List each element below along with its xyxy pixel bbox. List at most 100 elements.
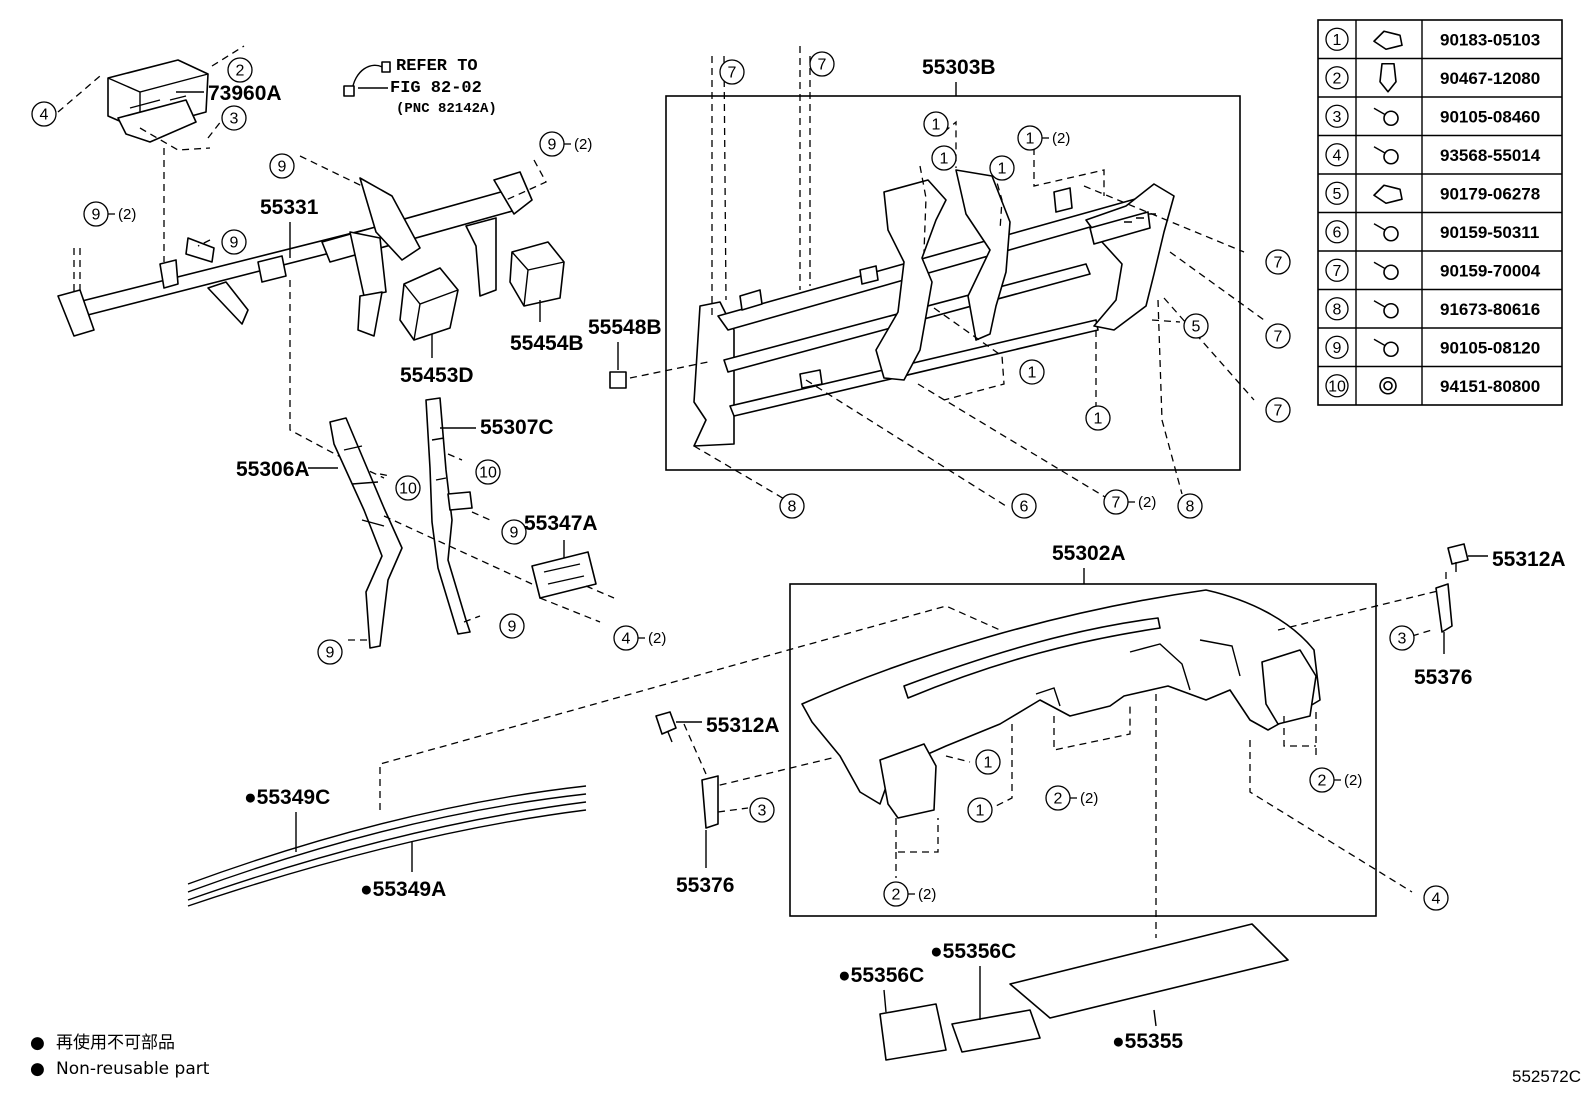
callout: 9	[221, 229, 247, 255]
fastener-part-number: 90159-50311	[1440, 223, 1539, 242]
instrument-panel-55302a	[801, 589, 1321, 819]
callout: 4	[31, 101, 57, 127]
fastener-index: 7	[1333, 263, 1342, 280]
label-55307c: 55307C	[480, 416, 554, 439]
figure-id: 552572C	[1512, 1067, 1581, 1086]
callout-number: 1	[1028, 365, 1037, 382]
callout-number: 3	[758, 803, 767, 820]
pad-55454b	[509, 241, 565, 307]
callout-number: 1	[940, 151, 949, 168]
callout-number: 7	[1112, 495, 1121, 512]
callout-number: 4	[622, 631, 631, 648]
callout-number: 9	[326, 645, 335, 662]
label-55356c-a: ●55356C	[838, 964, 924, 987]
callout: 6	[1011, 493, 1037, 519]
label-55302a: 55302A	[1052, 542, 1126, 565]
callout-number: 9	[510, 525, 519, 542]
callout: 7	[1265, 397, 1291, 423]
fastener-part-number: 90105-08460	[1440, 107, 1540, 126]
fastener-icon	[1379, 376, 1397, 395]
callout-number: 4	[1432, 891, 1441, 908]
steering-support-55331	[57, 171, 533, 337]
fastener-part-number: 90183-05103	[1440, 30, 1540, 49]
index-circle	[1325, 143, 1349, 167]
callout-number: 7	[1274, 329, 1283, 346]
callout: 5	[1183, 313, 1209, 339]
callout-number: 5	[1192, 319, 1201, 336]
fastener-icon	[1373, 223, 1399, 242]
callout-number: 3	[230, 111, 239, 128]
callout: 9	[501, 519, 527, 545]
fastener-part-number: 90467-12080	[1440, 69, 1540, 88]
label-55312a-left: 55312A	[706, 714, 780, 737]
brace-55306a	[329, 417, 403, 649]
box-55302a	[789, 583, 1377, 917]
callout-number: 4	[40, 107, 49, 124]
label-55306a: 55306A	[236, 458, 310, 481]
legend-text-en: Non-reusable part	[56, 1059, 210, 1079]
fastener-icon	[1373, 146, 1399, 165]
index-circle	[1325, 335, 1349, 359]
refer-line1: REFER TO	[396, 57, 478, 76]
callout-number: 9	[548, 137, 557, 154]
refer-line2: FIG 82-02	[390, 79, 482, 98]
callout-number: 2	[1054, 791, 1063, 808]
callout-number: 1	[984, 755, 993, 772]
callout: 7 (2)	[1103, 489, 1156, 515]
fastener-icon	[1373, 107, 1399, 127]
label-55376-right: 55376	[1414, 666, 1472, 689]
callout-number: 9	[230, 235, 239, 252]
fastener-part-number: 90179-06278	[1440, 184, 1540, 203]
callout-qty: (2)	[1052, 130, 1070, 147]
callout: 3	[1389, 625, 1415, 651]
callout: 4	[1423, 885, 1449, 911]
callout-number: 2	[236, 63, 245, 80]
callout-number: 6	[1020, 499, 1029, 516]
callout-qty: (2)	[1138, 494, 1156, 511]
callout-number: 7	[818, 57, 827, 74]
label-73960a: 73960A	[208, 82, 282, 105]
pads-55356c-55355	[879, 923, 1289, 1061]
bracket-55376-right	[1435, 583, 1453, 633]
fastener-row: 5 90179-06278	[1318, 173, 1562, 205]
clip-55548b	[609, 371, 627, 389]
callout: 4(2)	[613, 625, 666, 651]
callout: 7	[719, 59, 745, 85]
legend-bullet-en: ●	[30, 1059, 45, 1079]
label-55303b: 55303B	[922, 56, 996, 79]
callout: 2(2)	[1309, 767, 1362, 793]
callout: 7	[1265, 323, 1291, 349]
callout: 1	[1019, 359, 1045, 385]
callout-qty: (2)	[1344, 772, 1362, 789]
callout-qty: (2)	[574, 136, 592, 153]
callout-number: 1	[1094, 411, 1103, 428]
index-circle	[1325, 27, 1349, 51]
label-55376-left: 55376	[676, 874, 734, 897]
callout: 1	[975, 749, 1001, 775]
label-55355: ●55355	[1112, 1030, 1183, 1053]
fastener-index: 5	[1333, 186, 1342, 203]
brace-55307c	[425, 397, 473, 635]
fastener-icon	[1373, 261, 1399, 281]
callout: 3	[749, 797, 775, 823]
label-55453d: 55453D	[400, 364, 474, 387]
index-circle	[1325, 66, 1349, 90]
label-55312a-right: 55312A	[1492, 548, 1566, 571]
label-55454b: 55454B	[510, 332, 584, 355]
callout: 7	[809, 51, 835, 77]
callout: 1	[967, 797, 993, 823]
label-55356c-b: ●55356C	[930, 940, 1016, 963]
callout-number: 7	[728, 65, 737, 82]
fastener-index: 2	[1333, 70, 1342, 87]
label-55349a: ●55349A	[360, 878, 446, 901]
fastener-part-number: 90105-08120	[1440, 338, 1540, 357]
fastener-index: 6	[1333, 224, 1342, 241]
fastener-icon	[1373, 300, 1399, 319]
fastener-part-number: 94151-80800	[1440, 377, 1540, 396]
